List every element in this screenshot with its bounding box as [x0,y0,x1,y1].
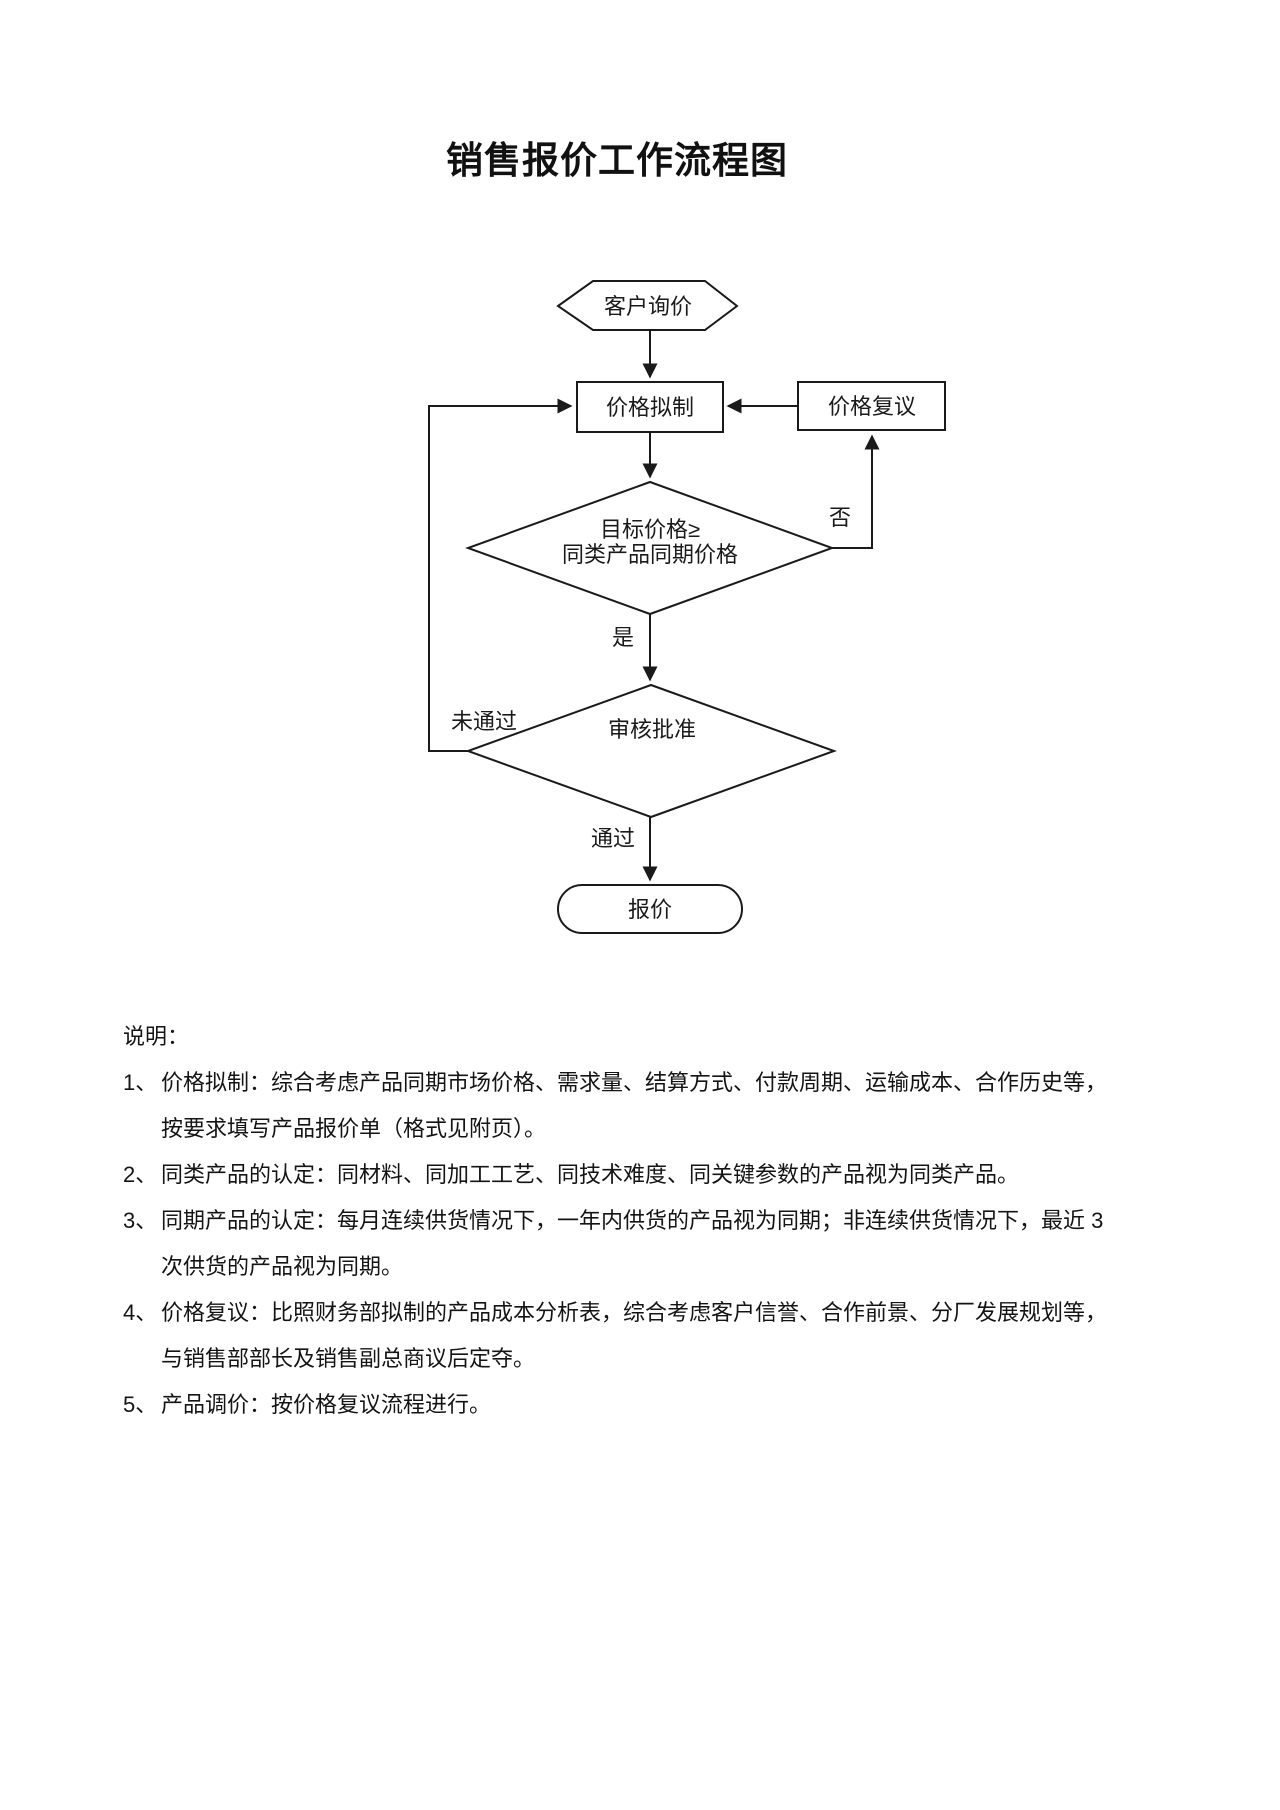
review-process-box [797,381,946,431]
approval-decision-diamond [465,683,837,819]
draft-process-box [576,381,724,433]
page-title: 销售报价工作流程图 [446,140,788,181]
draft-label: 价格拟制 [606,395,694,420]
note-text: 价格拟制：综合考虑产品同期市场价格、需求量、结算方式、付款周期、运输成本、合作历… [161,1070,1108,1095]
note-item-1-continuation: 按要求填写产品报价单（格式见附页）。 [161,1116,547,1141]
edge-label-no: 否 [829,505,851,530]
edge-decision1-no-to-review [832,434,880,549]
note-text: 同类产品的认定：同材料、同加工工艺、同技术难度、同关键参数的产品视为同类产品。 [161,1162,1020,1187]
note-text: 产品调价：按价格复议流程进行。 [161,1392,492,1417]
note-number: 2、 [123,1162,158,1187]
note-text: 同期产品的认定：每月连续供货情况下，一年内供货的产品视为同期；非连续供货情况下，… [161,1208,1104,1233]
end-terminator [557,884,743,934]
edge-label-not-passed: 未通过 [451,709,517,734]
price-decision-label-line1: 目标价格≥ [600,517,700,542]
note-item-4-continuation: 与销售部部长及销售副总商议后定夺。 [161,1346,536,1371]
note-number: 3、 [123,1208,158,1233]
start-hexagon [556,280,739,331]
edge-label-passed: 通过 [591,826,635,851]
price-decision-diamond [465,480,835,616]
start-label: 客户询价 [604,294,692,319]
edge-decision2-notpassed-to-draft [428,398,573,752]
review-label: 价格复议 [828,394,916,419]
note-text: 价格复议：比照财务部拟制的产品成本分析表，综合考虑客户信誉、合作前景、分厂发展规… [161,1300,1108,1325]
note-number: 5、 [123,1392,158,1417]
notes-section: 说明： 1、价格拟制：综合考虑产品同期市场价格、需求量、结算方式、付款周期、运输… [123,1014,1107,1428]
note-item-4: 4、价格复议：比照财务部拟制的产品成本分析表，综合考虑客户信誉、合作前景、分厂发… [123,1290,1107,1336]
end-label: 报价 [628,897,672,922]
note-item-1: 1、价格拟制：综合考虑产品同期市场价格、需求量、结算方式、付款周期、运输成本、合… [123,1060,1107,1106]
note-item-3: 3、同期产品的认定：每月连续供货情况下，一年内供货的产品视为同期；非连续供货情况… [123,1198,1103,1244]
note-item-2: 2、同类产品的认定：同材料、同加工工艺、同技术难度、同关键参数的产品视为同类产品… [123,1152,1023,1198]
note-item-3-continuation: 次供货的产品视为同期。 [161,1254,404,1279]
edge-label-yes: 是 [612,625,634,650]
note-number: 4、 [123,1300,158,1325]
price-decision-label-line2: 同类产品同期价格 [562,542,738,567]
approval-decision-label: 审核批准 [608,717,696,742]
note-item-5: 5、产品调价：按价格复议流程进行。 [123,1382,1023,1428]
notes-heading: 说明： [123,1024,190,1049]
note-number: 1、 [123,1070,158,1095]
flowchart: 客户询价 价格拟制 价格复议 目标价格≥ 同类产品同期价格 审核批准 报价 否 … [428,280,946,934]
